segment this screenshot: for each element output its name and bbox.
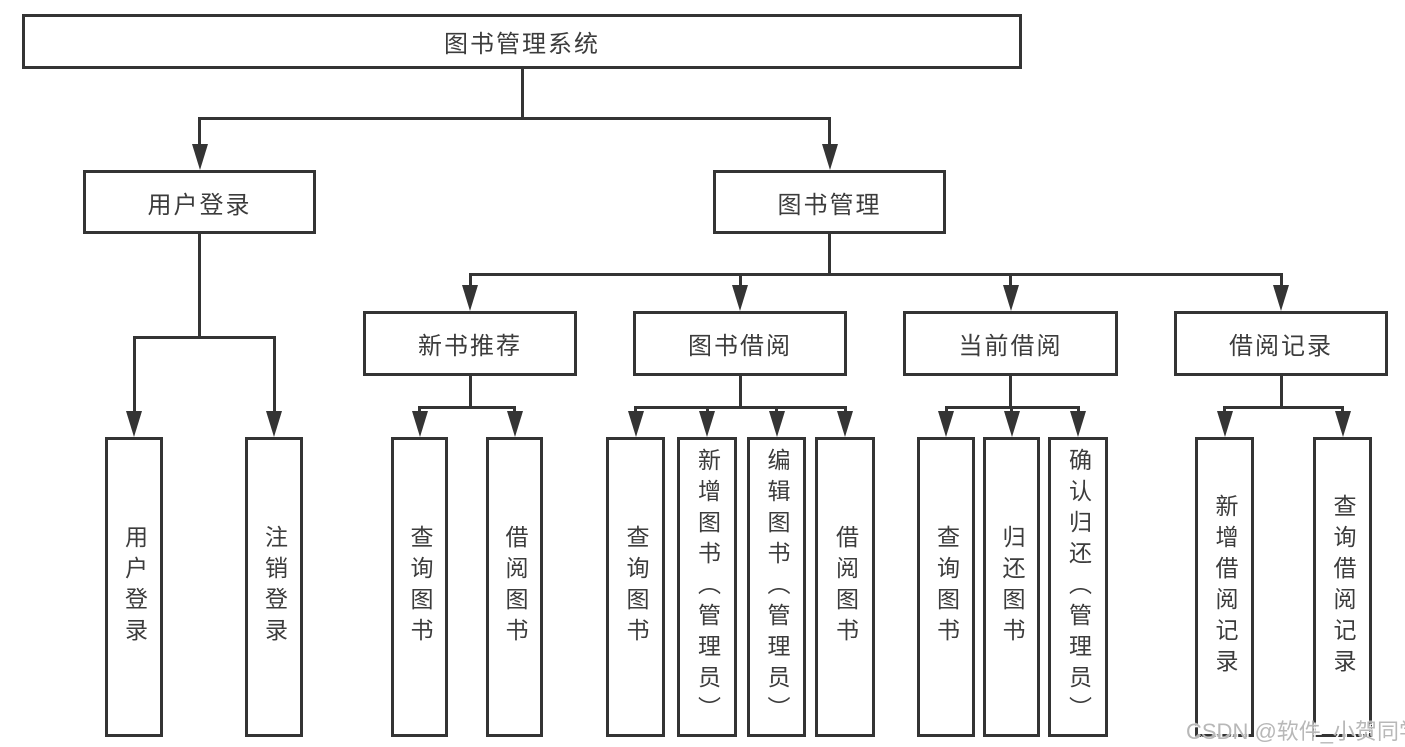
leaf-records-query-record-label: 查询借阅记录 [1330,494,1356,680]
arrowhead-down-icon [411,411,428,437]
node-borrowing-records-label: 借阅记录 [1229,333,1333,360]
leaf-borrow-borrow-books: 借阅图书 [815,437,875,737]
connector-bar [634,406,847,409]
connector-bar [1223,406,1344,409]
arrowhead-down-icon [1070,411,1086,437]
arrowhead-down-icon [266,411,282,437]
connector-arrow-shaft [132,336,136,415]
node-borrowing-records: 借阅记录 [1174,311,1388,376]
leaf-newrec-query-books: 查询图书 [391,437,448,737]
arrowhead-down-icon [1002,285,1019,311]
leaf-newrec-query-books-label: 查询图书 [407,525,433,649]
connector-arrow-shaft [1076,406,1080,415]
arrowhead-down-icon [627,411,644,437]
leaf-borrow-add-books-admin-label: 新增图书（管理员） [694,447,721,727]
connector-stub [738,376,742,409]
connector-arrow-shaft [944,406,948,415]
arrowhead-down-icon [1216,411,1233,437]
node-library-management-system: 图书管理系统 [22,14,1022,69]
leaf-current-return-books: 归还图书 [983,437,1040,737]
node-book-management: 图书管理 [713,170,946,234]
leaf-borrow-borrow-books-label: 借阅图书 [832,525,859,649]
node-current-borrowing: 当前借阅 [903,311,1118,376]
leaf-borrow-query-books: 查询图书 [606,437,665,737]
connector-bar [468,273,1283,276]
arrowhead-down-icon [462,285,478,311]
arrowhead-down-icon [1003,411,1020,437]
connector-bar [198,117,831,120]
leaf-current-confirm-return-admin: 确认归还（管理员） [1048,437,1108,737]
connector-bar [418,406,516,409]
connector-arrow-shaft [843,406,847,415]
node-new-book-recommend: 新书推荐 [363,311,577,376]
node-user-login-label: 用户登录 [147,191,252,219]
connector-arrow-shaft [272,336,276,415]
connector-arrow-shaft [1341,406,1344,415]
leaf-current-return-books-label: 归还图书 [999,525,1025,649]
connector-stub [1009,376,1012,409]
connector-arrow-shaft [468,273,472,289]
arrowhead-down-icon [837,411,853,437]
connector-stub [198,234,201,339]
arrowhead-down-icon [938,411,954,437]
leaf-records-add-record-label: 新增借阅记录 [1212,494,1238,680]
connector-stub [468,376,472,409]
leaf-records-add-record: 新增借阅记录 [1195,437,1254,737]
connector-arrow-shaft [1010,406,1013,415]
connector-arrow-shaft [1009,273,1012,289]
connector-arrow-shaft [1223,406,1226,415]
connector-arrow-shaft [705,406,709,415]
node-book-borrowing-label: 图书借阅 [688,333,792,360]
connector-arrow-shaft [738,273,742,289]
arrowhead-down-icon [1273,285,1289,311]
leaf-borrow-add-books-admin: 新增图书（管理员） [677,437,737,737]
connector-stub [828,234,831,276]
connector-arrow-shaft [634,406,637,415]
leaf-current-confirm-return-admin-label: 确认归还（管理员） [1065,447,1092,727]
connector-arrow-shaft [198,117,201,148]
arrowhead-down-icon [821,144,838,170]
leaf-newrec-borrow-books: 借阅图书 [486,437,543,737]
arrowhead-down-icon [191,144,208,170]
leaf-current-query-books-label: 查询图书 [933,525,960,649]
leaf-borrow-edit-books-admin-label: 编辑图书（管理员） [764,447,790,727]
node-book-management-label: 图书管理 [777,191,882,219]
arrowhead-down-icon [732,285,748,311]
connector-arrow-shaft [1279,273,1283,289]
arrowhead-down-icon [768,411,785,437]
leaf-logout-label: 注销登录 [261,525,288,649]
node-user-login: 用户登录 [83,170,316,234]
connector-arrow-shaft [513,406,516,415]
node-current-borrowing-label: 当前借阅 [958,333,1063,360]
arrowhead-down-icon [1334,411,1351,437]
arrowhead-down-icon [126,411,142,437]
leaf-records-query-record: 查询借阅记录 [1313,437,1372,737]
csdn-watermark: CSDN @软件_小贺同学 [1186,719,1405,744]
leaf-borrow-edit-books-admin: 编辑图书（管理员） [747,437,806,737]
connector-bar [132,336,276,339]
connector-arrow-shaft [418,406,421,415]
leaf-user-login-label: 用户登录 [121,525,148,649]
node-book-borrowing: 图书借阅 [633,311,847,376]
arrowhead-down-icon [699,411,715,437]
connector-arrow-shaft [828,117,831,148]
leaf-logout: 注销登录 [245,437,303,737]
node-library-management-system-label: 图书管理系统 [444,31,600,58]
connector-stub [520,69,524,120]
leaf-user-login: 用户登录 [105,437,163,737]
arrowhead-down-icon [506,411,523,437]
connector-arrow-shaft [775,406,778,415]
connector-stub [1279,376,1283,409]
leaf-newrec-borrow-books-label: 借阅图书 [502,525,528,649]
leaf-borrow-query-books-label: 查询图书 [623,525,649,649]
leaf-current-query-books: 查询图书 [917,437,975,737]
node-new-book-recommend-label: 新书推荐 [418,333,522,360]
